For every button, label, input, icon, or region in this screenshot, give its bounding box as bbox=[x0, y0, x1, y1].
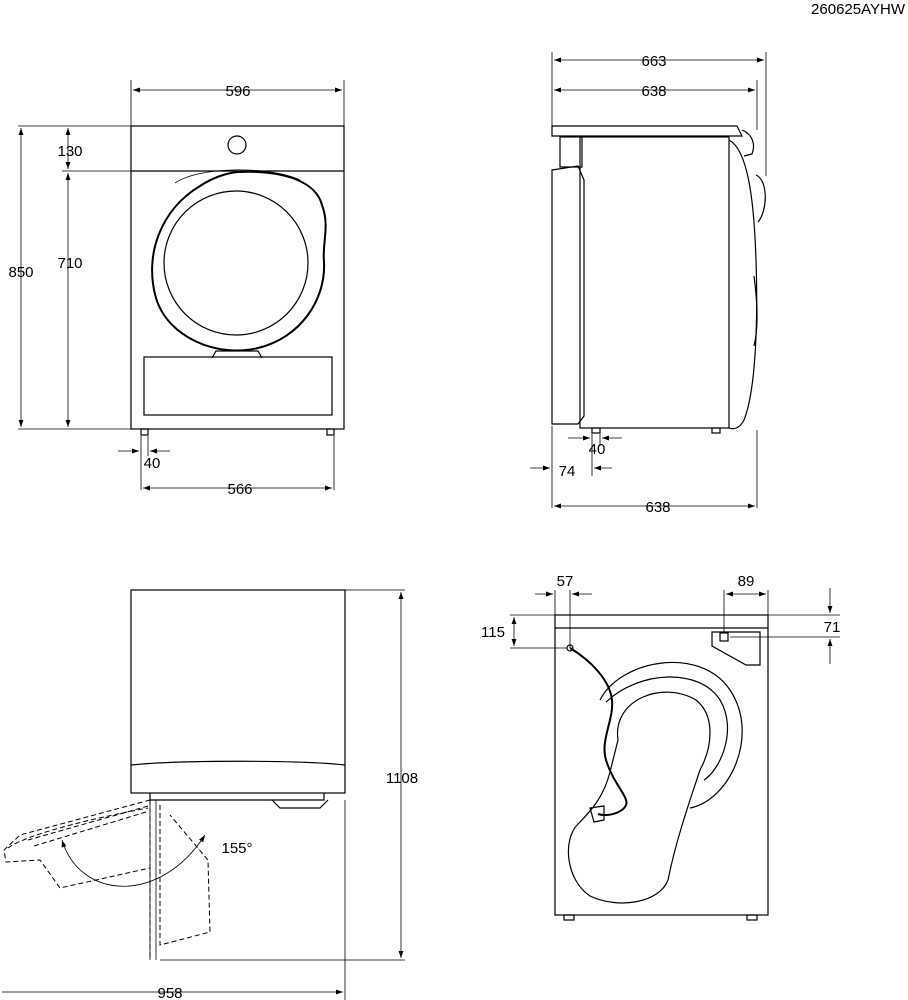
side-body bbox=[579, 136, 730, 429]
dim-side-body-depth: 638 bbox=[641, 83, 666, 100]
open-door-outline bbox=[149, 800, 211, 960]
rear-panel-circle bbox=[599, 661, 743, 809]
program-knob bbox=[227, 135, 247, 155]
top-view: 155° 1108 958 bbox=[2, 589, 418, 1000]
door-angle-arc bbox=[61, 834, 206, 887]
dim-door-angle: 155° bbox=[221, 840, 252, 857]
document-code: 260625AYHW bbox=[811, 1, 906, 18]
dim-top-open-width: 958 bbox=[157, 985, 182, 1000]
rear-view: 57 115 89 71 bbox=[481, 573, 841, 921]
dim-front-foot-span: 566 bbox=[227, 481, 252, 498]
dim-front-foot-offset: 40 bbox=[144, 455, 161, 472]
rear-duct bbox=[567, 691, 711, 904]
dim-front-body-height: 710 bbox=[57, 255, 82, 272]
top-body bbox=[130, 589, 346, 794]
dim-side-foot-offset: 40 bbox=[589, 441, 606, 458]
rear-body bbox=[554, 614, 769, 916]
water-inlet bbox=[711, 631, 761, 666]
front-body bbox=[130, 125, 345, 430]
front-door bbox=[151, 170, 327, 352]
dim-side-foot-setback: 74 bbox=[559, 463, 576, 480]
power-cable bbox=[569, 647, 628, 816]
dim-top-open-depth: 1108 bbox=[386, 770, 418, 787]
dim-front-total-height: 850 bbox=[8, 264, 33, 281]
side-door-profile bbox=[728, 139, 758, 430]
dim-rear-hose-y: 115 bbox=[481, 624, 505, 641]
dim-rear-inlet-x: 89 bbox=[738, 573, 755, 590]
dim-side-total-depth: 663 bbox=[641, 53, 666, 70]
dim-front-top-panel: 130 bbox=[57, 143, 82, 160]
dim-front-width: 596 bbox=[225, 83, 250, 100]
dim-rear-hose-x: 57 bbox=[557, 573, 574, 590]
side-view: 663 638 40 74 638 bbox=[530, 52, 767, 516]
front-view: 596 130 710 850 40 566 bbox=[8, 80, 345, 498]
water-container bbox=[143, 356, 333, 416]
dim-rear-inlet-y: 71 bbox=[824, 619, 841, 636]
dim-side-base-depth: 638 bbox=[645, 499, 670, 516]
door-glass bbox=[163, 190, 309, 336]
